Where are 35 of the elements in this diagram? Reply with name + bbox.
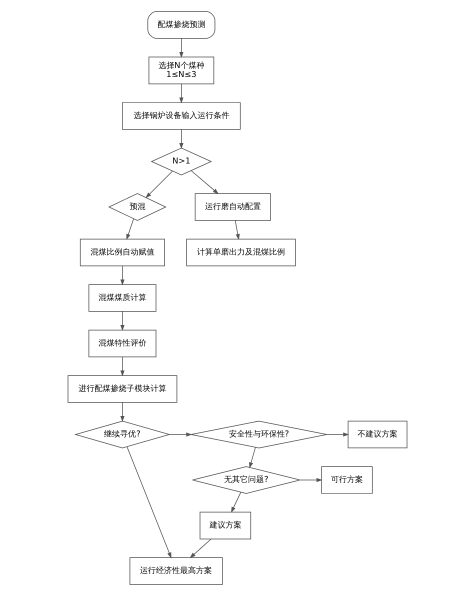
- node-box: 配煤掺烧预测: [146, 11, 215, 39]
- arrow: [234, 220, 240, 240]
- node-diamond: 继续寻优?: [74, 420, 170, 448]
- arrow: [299, 478, 322, 482]
- node-diamond: N>1: [150, 148, 212, 176]
- node-box: 可行方案: [320, 466, 372, 494]
- arrow: [126, 218, 134, 240]
- arrow: [178, 84, 183, 104]
- node-box: 运行磨自动配置: [194, 193, 270, 221]
- node-diamond: 安全性与环保性?: [190, 420, 327, 448]
- node-box: 选择N个煤种 1≤N≤3: [148, 56, 214, 84]
- arrow: [120, 311, 124, 332]
- arrow: [326, 432, 349, 437]
- arrow: [178, 38, 183, 58]
- arrow: [126, 446, 171, 558]
- arrow: [178, 129, 183, 150]
- node-box: 混煤特性评价: [88, 330, 156, 358]
- node-box: 选择锅炉设备输入运行条件: [122, 102, 240, 130]
- arrow: [168, 432, 192, 437]
- arrow: [189, 538, 212, 558]
- node-box: 混煤比例自动赋值: [79, 238, 164, 266]
- node-diamond: 无其它问题?: [192, 466, 300, 494]
- arrow: [120, 266, 124, 286]
- node-box: 混煤煤质计算: [88, 284, 156, 312]
- node-box: 运行经济性最高方案: [129, 557, 222, 585]
- arrow: [144, 170, 172, 198]
- arrow: [248, 446, 256, 468]
- arrow: [230, 492, 241, 513]
- node-box: 进行配煤掺烧子模块计算: [67, 375, 177, 403]
- arrow: [120, 402, 124, 422]
- arrow: [190, 170, 218, 194]
- node-box: 建议方案: [199, 512, 251, 540]
- node-box: 计算单磨出力及混煤比例: [186, 238, 296, 266]
- node-box: 不建议方案: [347, 420, 407, 448]
- arrow: [120, 356, 124, 377]
